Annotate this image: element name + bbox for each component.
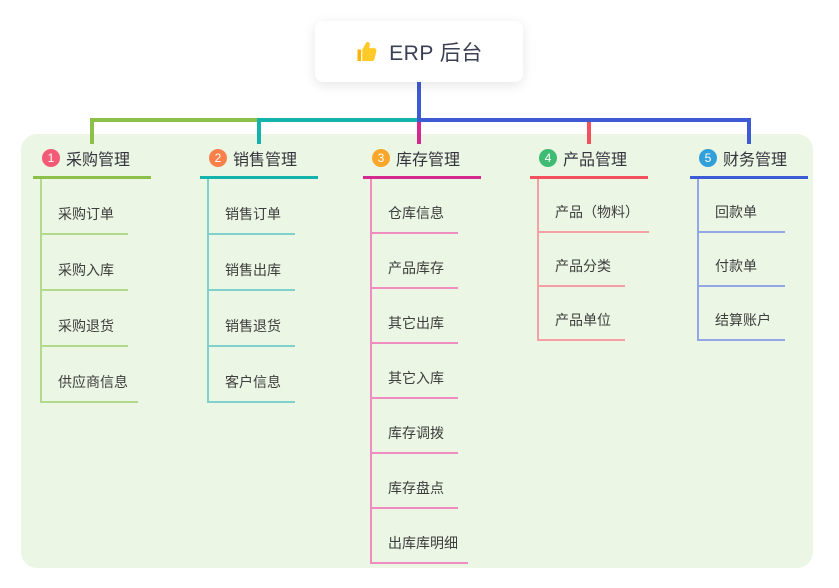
horizontal-connector-segment [90, 118, 261, 122]
child-node[interactable]: 销售订单 [209, 179, 295, 235]
branch-label: 库存管理 [396, 152, 461, 169]
root-node[interactable]: ERP 后台 [315, 21, 523, 82]
mindmap-background [21, 134, 813, 568]
child-label: 结算账户 [715, 312, 771, 328]
child-label: 仓库信息 [388, 205, 444, 221]
branch-node-3[interactable]: 3 库存管理 [363, 146, 481, 179]
child-node[interactable]: 供应商信息 [42, 347, 138, 403]
branch-connector-drop [587, 122, 591, 144]
branch-label: 财务管理 [723, 152, 788, 169]
child-label: 销售订单 [225, 206, 281, 222]
child-label: 销售出库 [225, 262, 281, 278]
child-node[interactable]: 采购订单 [42, 179, 128, 235]
thumbs-up-icon [357, 41, 377, 61]
horizontal-connector-segment [257, 118, 421, 122]
child-label: 出库库明细 [388, 535, 458, 551]
child-node[interactable]: 产品库存 [372, 234, 458, 289]
child-label: 供应商信息 [58, 374, 128, 390]
child-label: 产品库存 [388, 260, 444, 276]
child-label: 采购订单 [58, 206, 114, 222]
child-label: 库存调拨 [388, 425, 444, 441]
branch-label: 采购管理 [66, 152, 131, 169]
child-label: 客户信息 [225, 374, 281, 390]
child-node[interactable]: 付款单 [699, 233, 785, 287]
branch-children: 产品（物料） 产品分类产品单位 [537, 179, 649, 341]
horizontal-connector-segment [417, 118, 751, 122]
child-node[interactable]: 其它出库 [372, 289, 458, 344]
branch-column: 5 财务管理回款单付款单结算账户 [690, 146, 808, 341]
branch-children: 仓库信息产品库存其它出库其它入库库存调拨库存盘点出库库明细 [370, 179, 481, 564]
branch-connector-drop [257, 118, 261, 144]
branch-connector-drop [90, 118, 94, 144]
child-node[interactable]: 库存调拨 [372, 399, 458, 454]
branch-column: 4 产品管理产品（物料） 产品分类产品单位 [530, 146, 649, 341]
child-node[interactable]: 回款单 [699, 179, 785, 233]
child-node[interactable]: 销售退货 [209, 291, 295, 347]
branch-label: 产品管理 [563, 152, 628, 169]
branch-column: 2 销售管理销售订单销售出库销售退货客户信息 [200, 146, 318, 403]
root-label: ERP 后台 [389, 41, 483, 65]
child-label: 其它入库 [388, 370, 444, 386]
branch-connector-drop [747, 118, 751, 144]
root-connector-line [417, 82, 421, 122]
branch-number-badge: 4 [539, 149, 557, 167]
child-node[interactable]: 采购入库 [42, 235, 128, 291]
child-node[interactable]: 结算账户 [699, 287, 785, 341]
child-label: 付款单 [715, 258, 757, 274]
child-label: 回款单 [715, 204, 757, 220]
child-label: 产品分类 [555, 258, 611, 274]
child-node[interactable]: 其它入库 [372, 344, 458, 399]
branch-children: 销售订单销售出库销售退货客户信息 [207, 179, 318, 403]
child-label: 采购退货 [58, 318, 114, 334]
branch-node-2[interactable]: 2 销售管理 [200, 146, 318, 179]
branch-number-badge: 5 [699, 149, 717, 167]
branch-node-5[interactable]: 5 财务管理 [690, 146, 808, 179]
branch-children: 回款单付款单结算账户 [697, 179, 808, 341]
child-node[interactable]: 出库库明细 [372, 509, 468, 564]
branch-node-1[interactable]: 1 采购管理 [33, 146, 151, 179]
child-node[interactable]: 产品单位 [539, 287, 625, 341]
branch-number-badge: 3 [372, 149, 390, 167]
child-label: 产品单位 [555, 312, 611, 328]
branch-label: 销售管理 [233, 152, 298, 169]
child-node[interactable]: 产品（物料） [539, 179, 649, 233]
branch-number-badge: 2 [209, 149, 227, 167]
branch-column: 1 采购管理采购订单采购入库采购退货供应商信息 [33, 146, 151, 403]
branch-children: 采购订单采购入库采购退货供应商信息 [40, 179, 151, 403]
child-label: 销售退货 [225, 318, 281, 334]
child-node[interactable]: 销售出库 [209, 235, 295, 291]
child-label: 库存盘点 [388, 480, 444, 496]
child-label: 采购入库 [58, 262, 114, 278]
child-label: 其它出库 [388, 315, 444, 331]
child-node[interactable]: 库存盘点 [372, 454, 458, 509]
child-node[interactable]: 客户信息 [209, 347, 295, 403]
child-label: 产品（物料） [555, 204, 639, 220]
branch-node-4[interactable]: 4 产品管理 [530, 146, 648, 179]
child-node[interactable]: 采购退货 [42, 291, 128, 347]
child-node[interactable]: 产品分类 [539, 233, 625, 287]
branch-number-badge: 1 [42, 149, 60, 167]
branch-connector-drop [417, 122, 421, 144]
branch-column: 3 库存管理仓库信息产品库存其它出库其它入库库存调拨库存盘点出库库明细 [363, 146, 481, 564]
child-node[interactable]: 仓库信息 [372, 179, 458, 234]
